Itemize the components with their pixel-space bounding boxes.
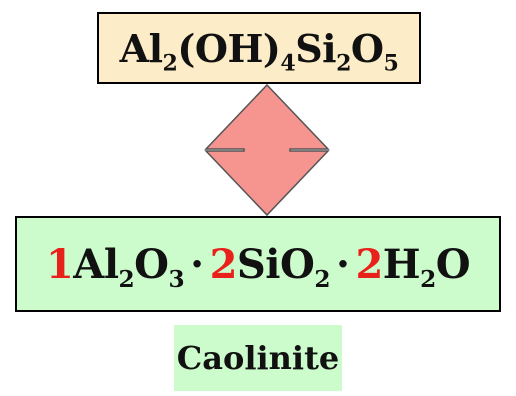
structural-formula: Al2(OH)4Si2O5 [119, 25, 399, 76]
mineral-name: Caolinite [176, 339, 340, 377]
water-coefficient: 2 [355, 240, 383, 288]
oxide-formula-box: 1Al2O3·2SiO2·2H2O [15, 216, 501, 312]
mineral-name-label: Caolinite [174, 325, 342, 391]
structural-formula-box: Al2(OH)4Si2O5 [97, 12, 421, 84]
silica-coefficient: 2 [209, 240, 238, 288]
alumina-coefficient: 1 [45, 240, 74, 288]
oxide-formula: 1Al2O3·2SiO2·2H2O [45, 240, 471, 293]
